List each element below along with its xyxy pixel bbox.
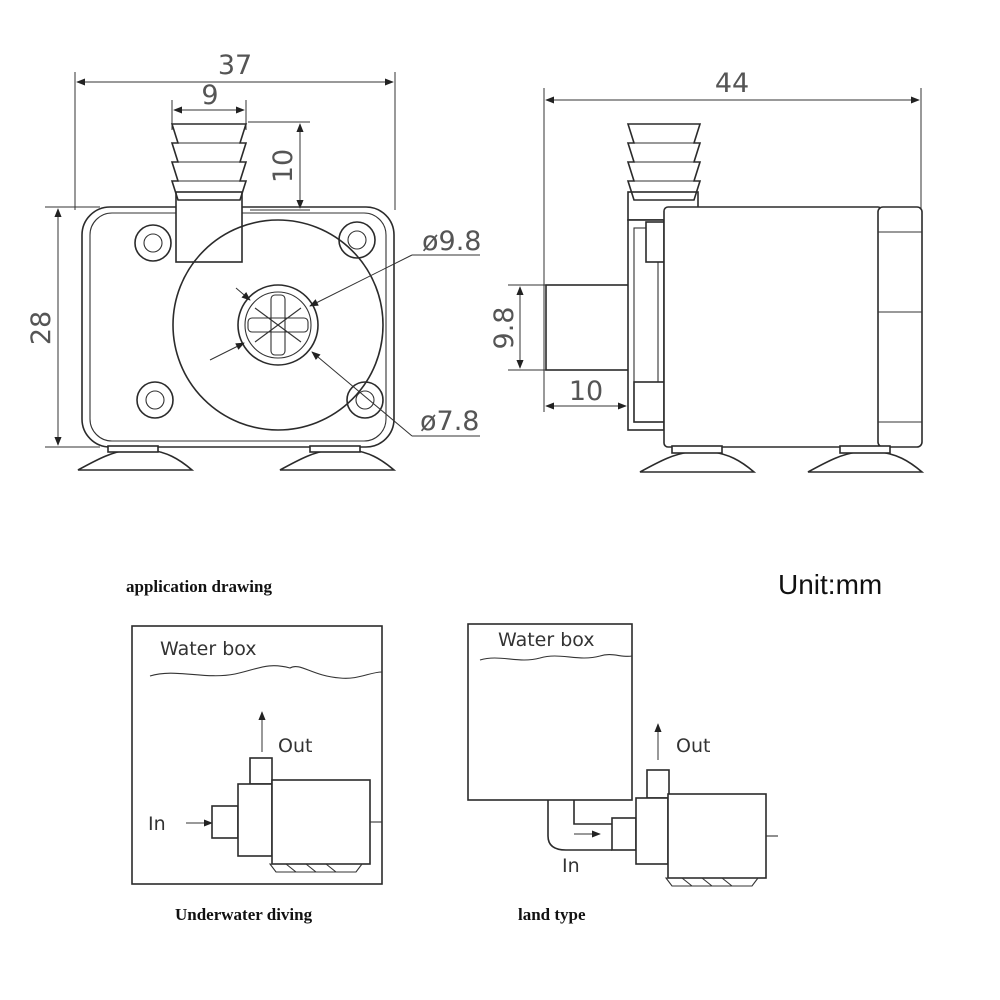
motor-body-side	[663, 206, 883, 448]
rear-cap-side	[877, 206, 923, 448]
dim-text-inlet-dia: 9.8	[489, 307, 520, 350]
impeller-cover	[172, 219, 384, 431]
land-caption: land type	[518, 905, 586, 924]
underwater-caption: Underwater diving	[175, 905, 313, 924]
impeller-inlet	[237, 284, 319, 366]
underwater-in-label: In	[148, 813, 166, 835]
suction-foot-right	[279, 445, 397, 471]
dim-text-height: 28	[26, 311, 57, 345]
dim-text-inlet-length: 10	[569, 376, 603, 407]
mounting-hole-tl	[134, 224, 172, 262]
land-water-surface	[479, 654, 633, 661]
side-view: 44 9.8 10	[489, 68, 925, 473]
land-in-label: In	[562, 855, 580, 877]
land-water-box	[467, 623, 633, 801]
underwater-water-label: Water box	[160, 638, 257, 660]
dim-height-28: 28	[26, 206, 100, 448]
application-heading: application drawing	[126, 577, 272, 596]
underwater-out-label: Out	[278, 735, 312, 757]
dim-text-length: 44	[715, 68, 749, 99]
land-pump	[611, 769, 778, 887]
dim-text-width: 37	[218, 50, 252, 81]
dim-outlet-width-9: 9	[171, 80, 247, 130]
underwater-water-surface	[149, 665, 383, 679]
mounting-hole-tr	[338, 221, 376, 259]
dim-text-dia-9-8: ø9.8	[422, 226, 481, 257]
underwater-frame	[131, 625, 383, 885]
dim-outlet-height-10: 10	[248, 121, 310, 211]
inlet-pipe-side	[545, 284, 631, 371]
outlet-nozzle	[170, 123, 248, 263]
mounting-hole-bl	[136, 381, 174, 419]
dim-text-dia-7-8: ø7.8	[420, 406, 479, 437]
dim-inlet-dia-9-8: 9.8	[489, 284, 546, 371]
land-panel: Water box In Out land type	[467, 623, 778, 924]
underwater-panel: Water box Out In Underwater diving	[131, 625, 383, 924]
land-out-label: Out	[676, 735, 710, 757]
front-view: 37 9 10 28	[26, 50, 481, 471]
dim-width-37: 37	[74, 50, 396, 210]
land-water-label: Water box	[498, 629, 595, 651]
suction-foot-side-right	[807, 445, 925, 473]
dim-inlet-length-10: 10	[545, 372, 629, 412]
suction-foot-side-left	[639, 445, 757, 473]
land-feed-pipe	[547, 800, 612, 851]
leader-dia-7-8: ø7.8	[235, 287, 480, 437]
dim-text-outlet-width: 9	[201, 80, 218, 111]
leader-dia-9-8: ø9.8	[209, 226, 481, 361]
dim-text-outlet-height: 10	[268, 149, 299, 183]
unit-label: Unit:mm	[778, 569, 882, 600]
outlet-nozzle-side	[626, 123, 702, 221]
underwater-pump	[211, 757, 382, 873]
mounting-hole-br	[346, 381, 384, 419]
dim-length-44: 44	[543, 68, 922, 412]
suction-foot-left	[77, 445, 195, 471]
pump-cover-side	[627, 219, 665, 431]
